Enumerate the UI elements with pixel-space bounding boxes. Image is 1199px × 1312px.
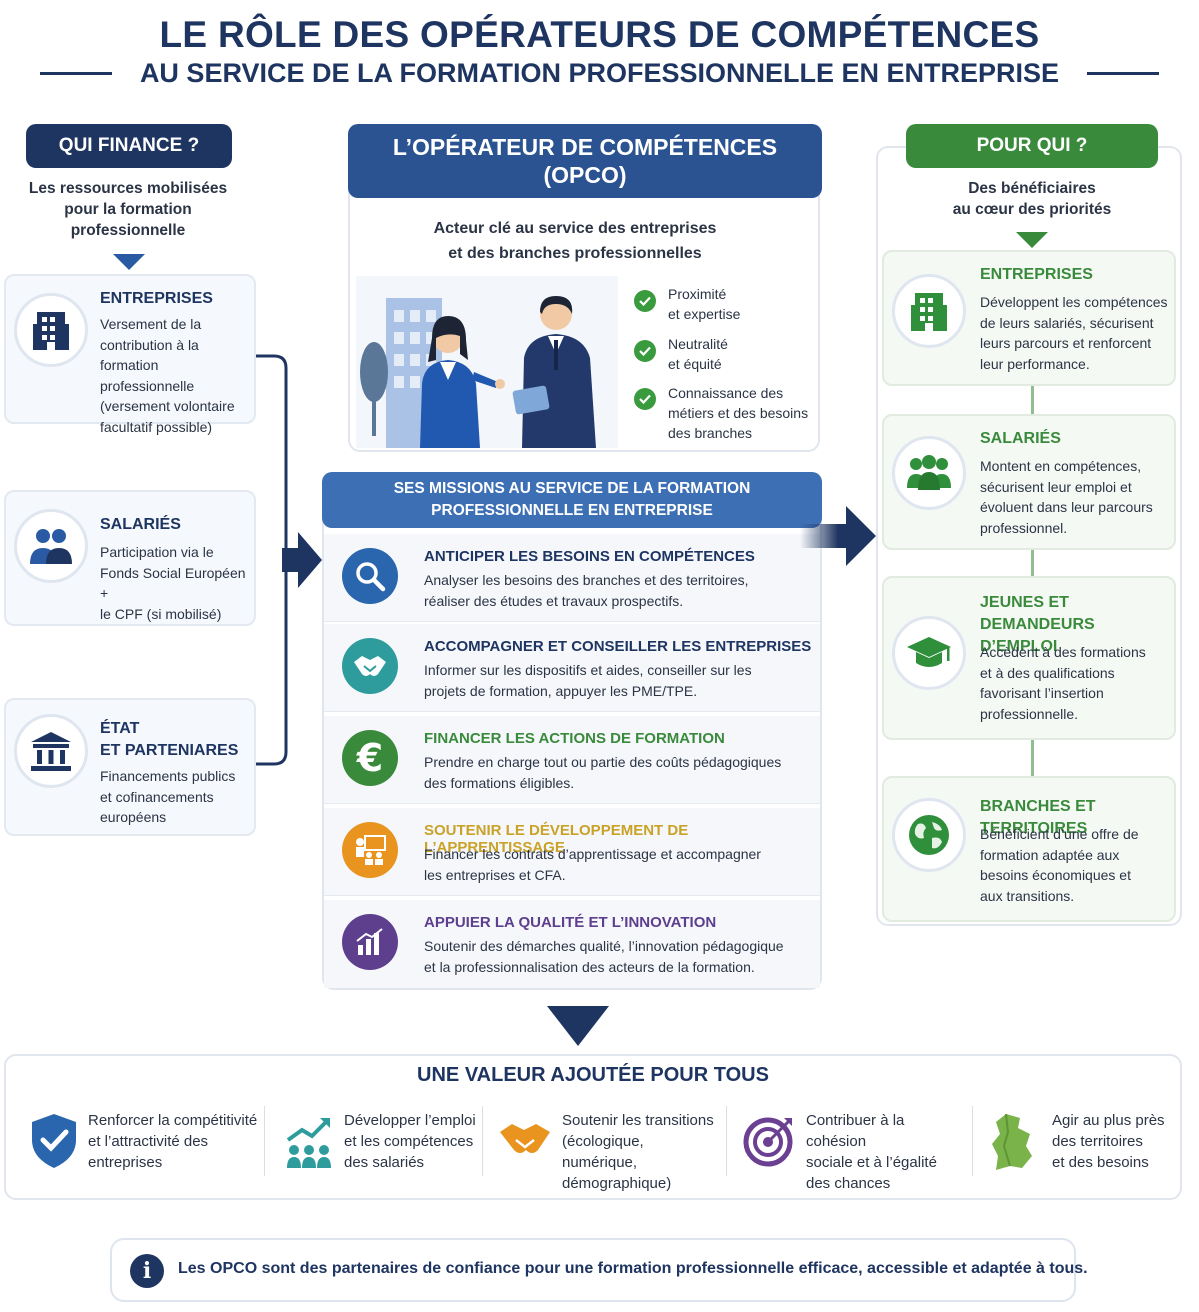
right-header: POUR QUI ? [906, 124, 1158, 168]
bank-icon [14, 714, 88, 788]
opco-header: L’OPÉRATEUR DE COMPÉTENCES(OPCO) [348, 124, 822, 198]
graduation-cap-icon [892, 616, 966, 690]
value-divider [482, 1106, 483, 1176]
right-connector [1031, 738, 1034, 776]
page-title: LE RÔLE DES OPÉRATEURS DE COMPÉTENCES [159, 14, 1040, 55]
left-header: QUI FINANCE ? [26, 124, 232, 168]
magnifier-icon [342, 548, 398, 604]
value-divider [972, 1106, 973, 1176]
building-icon [14, 293, 88, 367]
right-connector [1031, 384, 1034, 416]
value-panel [4, 1054, 1182, 1200]
arrow-right-icon [282, 532, 322, 588]
teacher-icon [342, 822, 398, 878]
value-text: Soutenir les transitions(écologique, num… [562, 1112, 714, 1192]
check-icon [634, 388, 656, 410]
chart-icon [342, 914, 398, 970]
arrow-down-icon [547, 1006, 609, 1046]
mission-item: APPUIER LA QUALITÉ ET L’INNOVATION Soute… [324, 900, 820, 988]
value-divider [264, 1106, 265, 1176]
mission-title: FINANCER LES ACTIONS DE FORMATION [424, 730, 725, 747]
beneficiary-title: SALARIÉS [980, 430, 1061, 447]
title-rule-right [1087, 72, 1160, 75]
growth-people-icon [286, 1118, 331, 1168]
check-icon [634, 340, 656, 362]
euro-icon: € [342, 730, 398, 786]
mission-text: Soutenir des démarches qualité, l’innova… [424, 938, 784, 975]
mission-text: Prendre en charge tout ou partie des coû… [424, 754, 782, 791]
page-subtitle-row: AU SERVICE DE LA FORMATION PROFESSIONNEL… [0, 58, 1199, 89]
mission-text: Informer sur les dispositifs et aides, c… [424, 662, 752, 699]
map-icon [992, 1113, 1032, 1170]
shield-check-icon [32, 1114, 76, 1168]
mission-item: ANTICIPER LES BESOINS EN COMPÉTENCES Ana… [324, 534, 820, 622]
page-subtitle: AU SERVICE DE LA FORMATION PROFESSIONNEL… [139, 58, 1060, 88]
value-item: Soutenir les transitions(écologique, num… [496, 1106, 722, 1192]
globe-icon [892, 798, 966, 872]
mission-text: Analyser les besoins des branches et des… [424, 572, 749, 609]
beneficiary-card-branches: BRANCHES ET TERRITOIRES Bénéficient d’un… [882, 776, 1176, 922]
people-illustration [356, 276, 618, 448]
right-connector [1031, 548, 1034, 576]
footer-banner: i Les OPCO sont des partenaires de confi… [110, 1238, 1088, 1302]
right-intro-arrow [1016, 232, 1048, 248]
mission-item: € FINANCER LES ACTIONS DE FORMATION Pren… [324, 716, 820, 804]
arrow-right-icon [800, 506, 876, 566]
people-icon [14, 509, 88, 583]
mission-title: ANTICIPER LES BESOINS EN COMPÉTENCES [424, 548, 755, 565]
group-icon [892, 436, 966, 510]
check-icon [634, 290, 656, 312]
handshake-icon [342, 638, 398, 694]
mission-item: SOUTENIR LE DÉVELOPPEMENT DE L’APPRENTIS… [324, 808, 820, 896]
footer-text: Les OPCO sont des partenaires de confian… [178, 1260, 1088, 1277]
left-intro-arrow [113, 254, 145, 270]
value-divider [726, 1106, 727, 1176]
mission-text: Financer les contrats d’apprentissage et… [424, 846, 761, 883]
mission-item: ACCOMPAGNER ET CONSEILLER LES ENTREPRISE… [324, 624, 820, 712]
funder-title: ENTREPRISES [100, 290, 213, 307]
mission-title: SOUTENIR LE DÉVELOPPEMENT DE L’APPRENTIS… [424, 822, 689, 856]
value-header: UNE VALEUR AJOUTÉE POUR TOUS [417, 1064, 769, 1086]
info-icon: i [130, 1254, 164, 1288]
mission-title: APPUIER LA QUALITÉ ET L’INNOVATION [424, 914, 717, 931]
beneficiary-text: Montent en compétences,sécurisent leur e… [980, 458, 1153, 536]
mission-title: ACCOMPAGNER ET CONSEILLER LES ENTREPRISE… [424, 638, 812, 655]
building-icon [892, 274, 966, 348]
handshake-icon [500, 1124, 550, 1153]
target-icon [743, 1117, 793, 1167]
title-rule-left [39, 72, 112, 75]
beneficiary-card-salaries: SALARIÉS Montent en compétences,sécurise… [882, 414, 1176, 550]
funder-title: SALARIÉS [100, 516, 181, 533]
beneficiary-title: ENTREPRISES [980, 266, 1093, 283]
beneficiary-title: BRANCHES ET TERRITOIRES [980, 798, 1096, 837]
